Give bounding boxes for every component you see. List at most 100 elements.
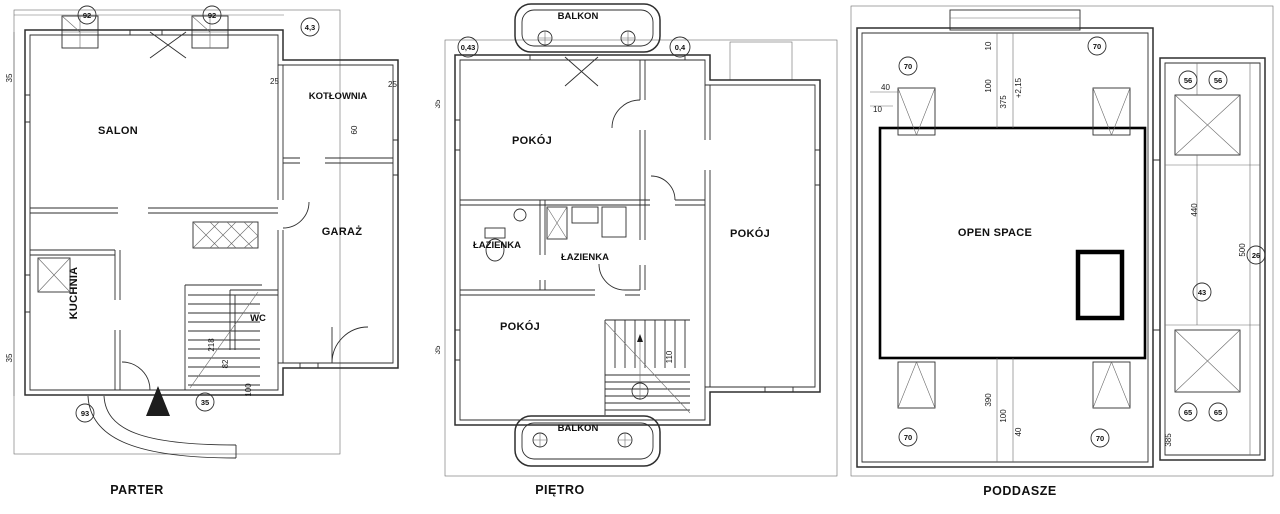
parter-interior-walls — [30, 65, 393, 390]
pietro-balcony-bottom-column-left — [532, 432, 548, 448]
dim-value: 56 — [1214, 76, 1222, 85]
dim-value: 35 — [201, 398, 209, 407]
poddasze-eaves-outline — [850, 5, 1274, 477]
pietro-balcony-top — [514, 3, 661, 53]
dim-text: 100 — [244, 383, 253, 397]
dim-text: 35 — [5, 353, 14, 362]
parter-window-ticks — [25, 30, 398, 368]
room-label-wc: WC — [250, 313, 266, 324]
dim-value: 56 — [1184, 76, 1192, 85]
pietro-balcony-bottom — [514, 415, 661, 467]
dim-circle-26: 26 — [1246, 245, 1266, 265]
dim-circle-92-left: 92 — [77, 5, 97, 25]
dim-value: 26 — [1252, 251, 1260, 260]
parter-eaves-outline — [13, 9, 341, 455]
dim-text: 40 — [881, 83, 890, 92]
room-label-salon: SALON — [98, 125, 138, 137]
dim-text: 82 — [221, 359, 230, 368]
dim-text: 10 — [873, 105, 882, 114]
dim-text: 35 — [5, 73, 14, 82]
poddasze-roof-window-bottom-right — [1092, 361, 1131, 409]
dim-circle-70-c: 70 — [898, 427, 918, 447]
poddasze-roof-window-top-right — [1092, 87, 1131, 136]
pietro-interior-walls — [460, 60, 711, 387]
dim-circle-70-b: 70 — [1087, 36, 1107, 56]
dim-text: 500 — [1238, 243, 1247, 257]
room-label-open-space: OPEN SPACE — [958, 227, 1032, 239]
room-label-lazienka-2: ŁAZIENKA — [561, 252, 609, 263]
room-label-kotlownia: KOTŁOWNIA — [309, 91, 368, 102]
parter-chimney-right — [191, 15, 229, 49]
room-label-kuchnia: KUCHNIA — [68, 267, 80, 320]
dim-value: 70 — [904, 62, 912, 71]
dim-value: 70 — [1096, 434, 1104, 443]
poddasze-annex-walls — [1153, 57, 1266, 461]
dim-text: 35 — [435, 99, 442, 108]
dim-text: +2,15 — [1014, 77, 1023, 98]
dim-value: 0,43 — [461, 43, 476, 52]
north-arrow — [146, 386, 170, 416]
pietro-eaves-outline — [444, 39, 838, 477]
room-label-pokoj-2: POKÓJ — [730, 227, 770, 240]
dim-circle-43: 4,3 — [300, 17, 320, 37]
poddasze-highlight-rect — [1075, 249, 1125, 321]
dim-text: 25 — [270, 77, 279, 86]
plan-title-pietro: PIĘTRO — [535, 483, 585, 497]
poddasze-roof-window-bottom-left — [897, 361, 936, 409]
dim-text: 40 — [1014, 427, 1023, 436]
dim-circle-65-a: 65 — [1178, 402, 1198, 422]
dim-circle-92-right: 92 — [202, 5, 222, 25]
dim-circle-65-b: 65 — [1208, 402, 1228, 422]
parter-roof-window-mark — [149, 31, 187, 59]
dim-value: 65 — [1184, 408, 1192, 417]
dim-text: 25 — [388, 80, 397, 89]
room-label-balkon-top: BALKON — [558, 11, 599, 22]
plan-poddasze: 70 70 70 70 56 56 65 65 — [850, 5, 1274, 498]
parter-outer-walls — [24, 29, 399, 396]
room-label-pokoj-1: POKÓJ — [512, 134, 552, 147]
dim-value: 43 — [1198, 288, 1206, 297]
dim-circle-35: 35 — [195, 392, 215, 412]
dim-value: 92 — [83, 11, 91, 20]
dim-text: 100 — [999, 409, 1008, 423]
poddasze-roof-window-top-left — [897, 87, 936, 136]
room-label-lazienka-1: ŁAZIENKA — [473, 240, 521, 251]
pietro-bath-fixtures — [484, 206, 627, 262]
dim-circle-43: 43 — [1192, 282, 1212, 302]
pietro-roof-window-mark — [564, 56, 599, 87]
dim-text: 440 — [1190, 203, 1199, 217]
dim-circle-70-a: 70 — [898, 56, 918, 76]
dim-value: 70 — [904, 433, 912, 442]
dim-value: 70 — [1093, 42, 1101, 51]
dim-text: 385 — [1164, 433, 1173, 447]
dim-text: 35 — [435, 345, 442, 354]
poddasze-dimension-lines — [870, 33, 1251, 462]
poddasze-annex-window-bottom — [1174, 329, 1241, 393]
dim-value: 0,4 — [675, 43, 686, 52]
plan-parter: 92 92 4,3 93 35 35 35 25 25 60 218 82 10… — [5, 5, 399, 497]
pietro-balcony-top-column-left — [537, 30, 553, 46]
dim-circle-70-d: 70 — [1090, 428, 1110, 448]
plan-title-poddasze: PODDASZE — [983, 484, 1056, 498]
poddasze-annex-window-top — [1174, 94, 1241, 156]
room-label-garaz: GARAŻ — [322, 225, 363, 238]
dim-value: 93 — [81, 409, 89, 418]
parter-garage-interior-door-arc — [282, 201, 310, 229]
dim-value: 65 — [1214, 408, 1222, 417]
parter-driveway — [87, 395, 237, 459]
parter-entry-door-arc — [121, 361, 151, 391]
dim-circle-56-a: 56 — [1178, 70, 1198, 90]
dim-text: 60 — [350, 125, 359, 134]
pietro-door-arcs — [598, 99, 676, 291]
plan-title-parter: PARTER — [110, 483, 163, 497]
dim-text: 375 — [999, 95, 1008, 109]
plan-pietro: 0,43 0,4 35 35 110 BALKON POKÓJ ŁAZIENKA… — [435, 3, 838, 497]
pietro-balcony-top-column-right — [620, 30, 636, 46]
pietro-balcony-bottom-column-right — [617, 432, 633, 448]
pietro-stairs — [604, 319, 691, 415]
parter-garage-door-arc — [331, 326, 369, 364]
dim-circle-93: 93 — [75, 403, 95, 423]
dim-circle-56-b: 56 — [1208, 70, 1228, 90]
dim-circle-043: 0,43 — [457, 36, 479, 58]
